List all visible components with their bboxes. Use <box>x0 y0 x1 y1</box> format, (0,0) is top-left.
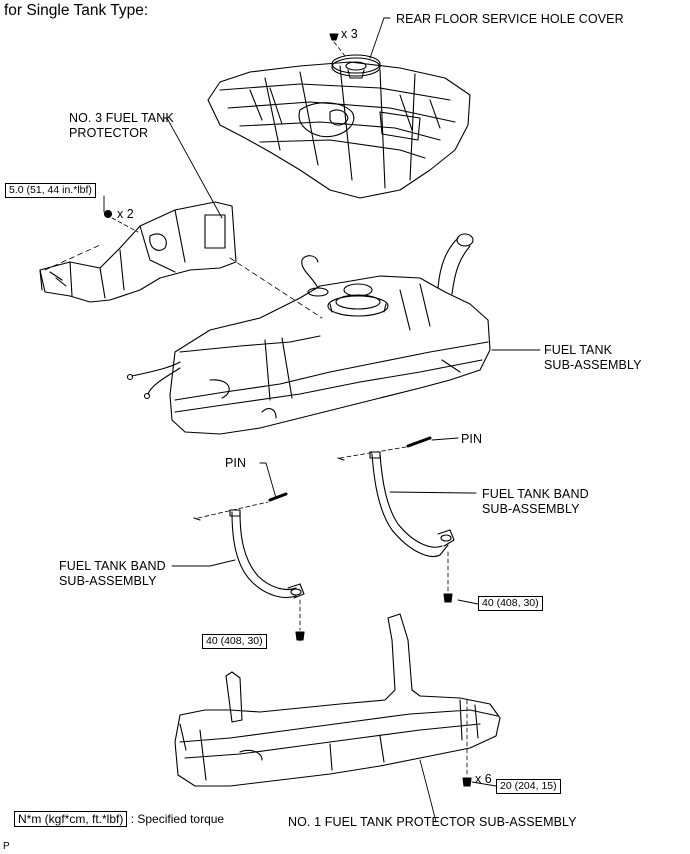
page-title: for Single Tank Type: <box>4 2 149 19</box>
torque-legend: N*m (kgf*cm, ft.*lbf) : Specified torque <box>14 811 225 827</box>
label-fuel-tank-line2: SUB-ASSEMBLY <box>544 358 642 372</box>
no3-fuel-tank-protector <box>39 201 237 303</box>
band-left-bolt-icon <box>295 631 305 641</box>
protector3-bolt-icon <box>103 209 113 219</box>
torque-spec-protector3: 5.0 (51, 44 in.*lbf) <box>5 183 96 198</box>
label-band-left-line2: SUB-ASSEMBLY <box>59 574 157 588</box>
service-hole-cover <box>331 54 381 79</box>
multiplier-cover-bolts: x 3 <box>341 27 358 41</box>
torque-spec-band-right: 40 (408, 30) <box>478 596 543 611</box>
label-pin-left: PIN <box>225 456 247 470</box>
label-band-right-line2: SUB-ASSEMBLY <box>482 502 580 516</box>
legend-unit-box: N*m (kgf*cm, ft.*lbf) <box>14 811 128 827</box>
figure-reference: P <box>3 841 10 852</box>
label-no3-protector-line2: PROTECTOR <box>69 126 149 140</box>
label-band-right-line1: FUEL TANK BAND <box>482 487 589 501</box>
rear-floor-panel <box>207 61 471 199</box>
label-fuel-tank-line1: FUEL TANK <box>544 343 613 357</box>
fuel-tank <box>126 233 491 435</box>
label-band-left-line1: FUEL TANK BAND <box>59 559 166 573</box>
protector1-bolt-icon <box>462 777 472 787</box>
pin-right-icon <box>406 436 432 448</box>
cover-bolt-icon <box>329 33 339 41</box>
label-no3-protector-line1: NO. 3 FUEL TANK <box>69 111 174 125</box>
band-right-bolt-icon <box>443 593 453 603</box>
left-fuel-tank-band <box>229 509 305 599</box>
label-pin-right: PIN <box>461 432 483 446</box>
legend-text: : Specified torque <box>130 812 225 826</box>
no1-fuel-tank-protector <box>174 613 501 787</box>
leader-lines <box>103 17 541 823</box>
right-fuel-tank-band <box>369 451 455 557</box>
multiplier-protector1-bolts: x 6 <box>475 772 492 786</box>
pin-left-icon <box>268 492 288 502</box>
multiplier-protector3-bolts: x 2 <box>117 207 134 221</box>
torque-spec-protector1: 20 (204, 15) <box>496 779 561 794</box>
torque-spec-band-left: 40 (408, 30) <box>202 634 267 649</box>
label-no1-protector: NO. 1 FUEL TANK PROTECTOR SUB-ASSEMBLY <box>288 815 577 829</box>
label-rear-floor-service-hole-cover: REAR FLOOR SERVICE HOLE COVER <box>396 12 624 26</box>
